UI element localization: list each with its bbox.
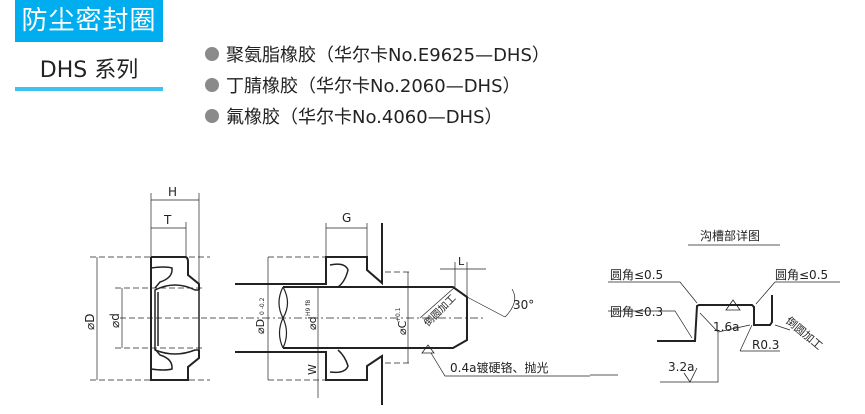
r-03-label: R0.3: [752, 338, 779, 352]
material-item: 氟橡胶（华尔卡No.4060—DHS）: [205, 100, 550, 131]
dim-d-fit: ⌀d: [306, 316, 319, 330]
surface-note: 0.4a镀硬铬、抛光: [450, 360, 548, 375]
dim-C-sup: +0.1: [395, 307, 402, 322]
detail-title: 沟槽部详图: [700, 228, 760, 243]
dim-G: G: [342, 211, 351, 225]
detail-chamfer-note: 倒圆加工: [783, 314, 825, 352]
dim-D-tol: ⌀D: [254, 319, 267, 334]
dim-T: T: [163, 213, 172, 227]
dim-d-fit-sup: H9 f8: [305, 300, 312, 316]
groove-detail: [590, 244, 840, 383]
dim-angle: 30°: [513, 298, 534, 312]
r05-left-label: 圆角≤0.5: [610, 268, 663, 282]
dim-D-tol-sup: 0 -0.2: [259, 297, 266, 315]
dim-H: H: [168, 185, 177, 199]
finish-16-label: 1.6a: [713, 320, 739, 334]
dim-W: W: [306, 364, 319, 375]
bullet-icon: [205, 108, 219, 123]
dim-d: ⌀d: [108, 313, 122, 328]
dim-C: ⌀C: [396, 320, 409, 335]
bullet-icon: [205, 77, 219, 92]
series-title: DHS 系列: [39, 58, 139, 83]
chamfer-note: 倒圆加工: [422, 292, 459, 329]
material-list: 聚氨脂橡胶（华尔卡No.E9625—DHS） 丁腈橡胶（华尔卡No.2060—D…: [205, 38, 550, 131]
r03-label: 圆角≤0.3: [610, 305, 663, 319]
finish-32-label: 3.2a: [668, 360, 694, 374]
assembly-view: [230, 223, 590, 405]
material-item: 丁腈橡胶（华尔卡No.2060—DHS）: [205, 69, 550, 100]
dim-D: ⌀D: [83, 314, 97, 330]
seal-section-view: [90, 193, 230, 381]
dim-L: L: [458, 255, 465, 268]
title-underline: [15, 87, 163, 91]
bullet-icon: [205, 46, 219, 61]
section-title: 防尘密封圈: [15, 0, 163, 42]
material-item: 聚氨脂橡胶（华尔卡No.E9625—DHS）: [205, 38, 550, 69]
r05-right-label: 圆角≤0.5: [775, 268, 828, 282]
